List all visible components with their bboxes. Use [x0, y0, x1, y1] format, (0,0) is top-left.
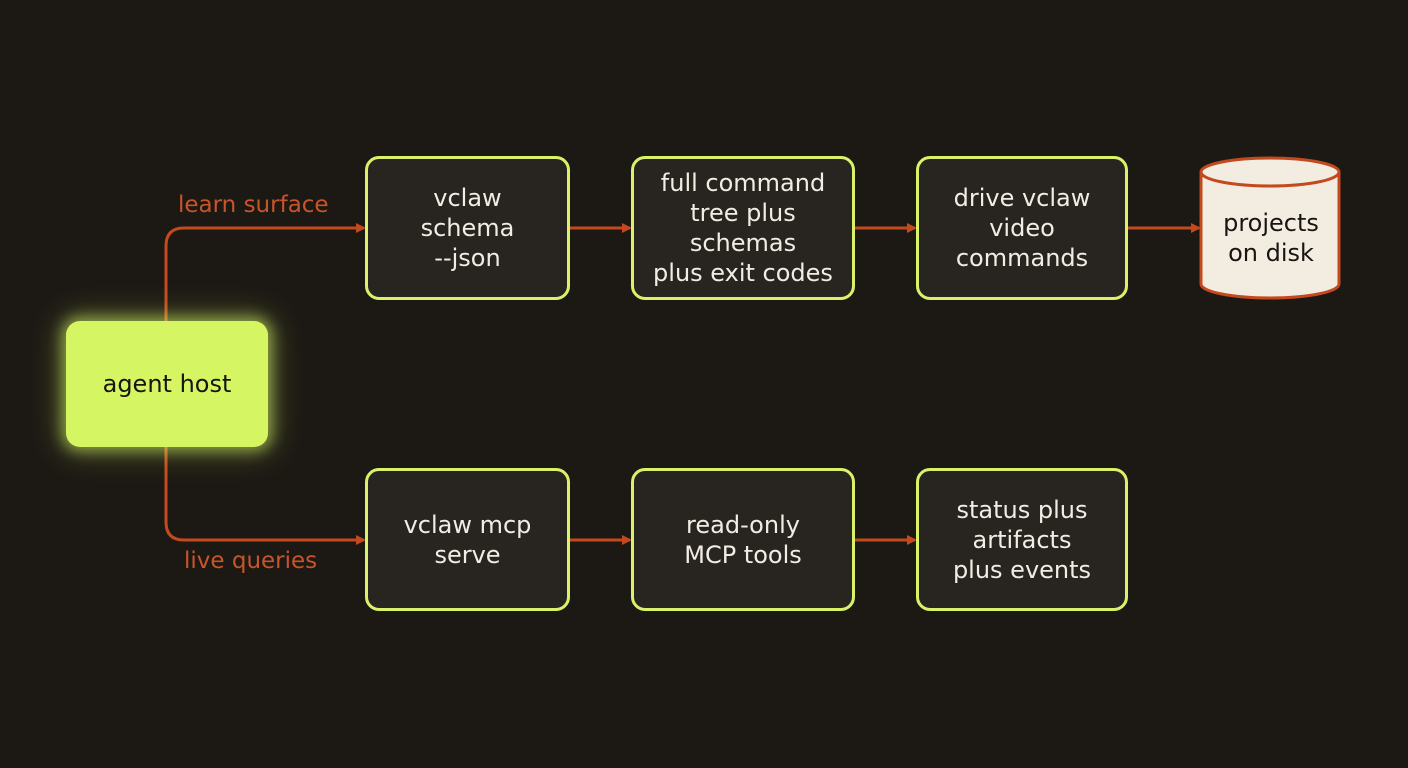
projects-on-disk-label: projects on disk: [1223, 209, 1319, 267]
mcp-serve-node: vclaw mcp serve: [365, 468, 570, 611]
database-cylinder-icon: [1199, 156, 1341, 300]
command-tree-label: full command tree plus schemas plus exit…: [653, 169, 833, 287]
agent-host-node: agent host: [66, 321, 268, 447]
learn-surface-label: learn surface: [178, 192, 329, 218]
drive-commands-label: drive vclaw video commands: [953, 184, 1091, 272]
arrow-host-to-schema: [164, 223, 366, 321]
mcp-serve-label: vclaw mcp serve: [403, 510, 532, 569]
live-queries-label: live queries: [184, 548, 318, 574]
mcp-tools-node: read-only MCP tools: [631, 468, 855, 611]
schema-json-node: vclaw schema --json: [365, 156, 570, 300]
agent-host-label: agent host: [102, 370, 232, 398]
status-events-label: status plus artifacts plus events: [952, 495, 1092, 584]
drive-commands-node: drive vclaw video commands: [916, 156, 1128, 300]
mcp-tools-label: read-only MCP tools: [684, 510, 802, 569]
arrow-host-to-mcp: [164, 447, 366, 545]
command-tree-node: full command tree plus schemas plus exit…: [631, 156, 855, 300]
status-events-node: status plus artifacts plus events: [916, 468, 1128, 611]
schema-json-label: vclaw schema --json: [420, 184, 515, 272]
